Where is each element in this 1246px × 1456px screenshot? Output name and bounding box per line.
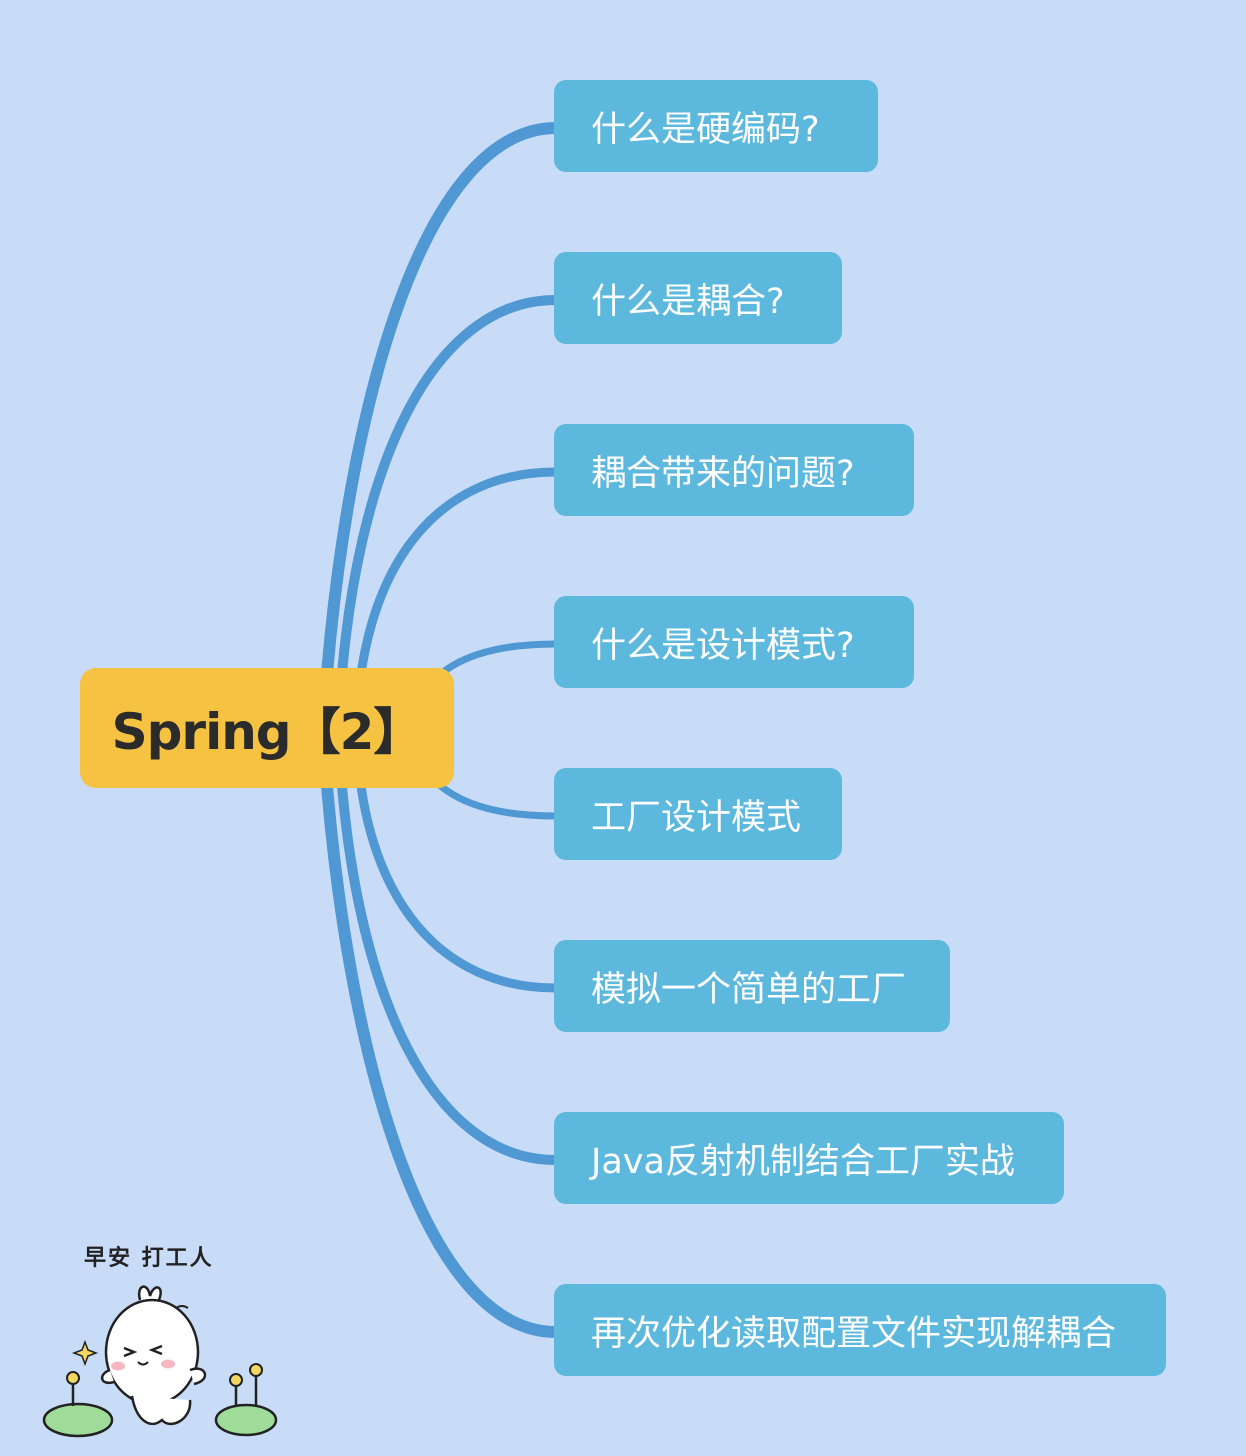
cartoon-sticker: 早安 打工人 [40,1240,290,1440]
topic-design-patterns[interactable]: 什么是设计模式? [554,596,914,688]
topic-label: Java反射机制结合工厂实战 [591,1133,1015,1184]
topic-coupling[interactable]: 什么是耦合? [554,252,842,344]
topic-coupling-problems[interactable]: 耦合带来的问题? [554,424,914,516]
sticker-caption: 早安 打工人 [84,1240,214,1272]
root-topic-label: Spring【2】 [112,692,423,764]
topic-factory-pattern[interactable]: 工厂设计模式 [554,768,842,860]
topic-simple-factory[interactable]: 模拟一个简单的工厂 [554,940,950,1032]
topic-reflection-factory[interactable]: Java反射机制结合工厂实战 [554,1112,1064,1204]
root-topic[interactable]: Spring【2】 [80,668,454,788]
topic-label: 什么是耦合? [591,273,785,324]
connector-0 [325,128,556,700]
topic-hardcoding[interactable]: 什么是硬编码? [554,80,878,172]
topic-label: 再次优化读取配置文件实现解耦合 [591,1305,1116,1356]
right-flower-mound [216,1364,276,1435]
topic-label: 什么是硬编码? [591,101,820,152]
left-flower-mound [44,1372,112,1436]
connector-7 [325,760,556,1332]
topic-label: 模拟一个简单的工厂 [591,961,906,1012]
bunny-illustration [40,1270,290,1440]
topic-label: 耦合带来的问题? [591,445,855,496]
topic-label: 工厂设计模式 [591,789,801,840]
topic-config-decoupling[interactable]: 再次优化读取配置文件实现解耦合 [554,1284,1166,1376]
bunny [102,1287,205,1424]
topic-label: 什么是设计模式? [591,617,855,668]
sparkle-icon [74,1342,96,1364]
